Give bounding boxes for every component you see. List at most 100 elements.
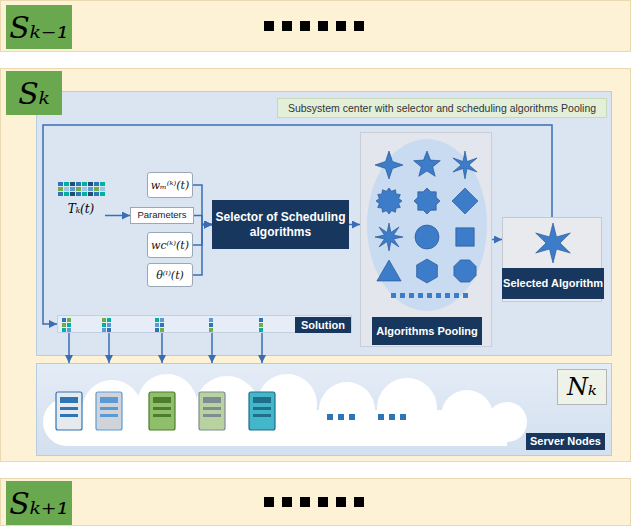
solution-label-holder: Solution	[295, 317, 351, 333]
solution-cell	[107, 323, 111, 327]
pool-dot	[418, 293, 423, 298]
solution-cell	[160, 318, 164, 322]
connector	[194, 216, 212, 225]
parameter-box: θ⁽ˡ⁾(t)	[147, 263, 193, 287]
ellipsis-square	[264, 21, 274, 31]
server-icon	[149, 392, 175, 430]
pool-dot	[445, 293, 450, 298]
box-text: θ⁽ˡ⁾(t)	[156, 269, 184, 282]
panel-title: Subsystem center with selector and sched…	[288, 102, 596, 114]
ellipsis-square	[354, 21, 364, 31]
band-label-holder: Sₖ₊₁	[6, 481, 72, 525]
solution-cell	[62, 323, 66, 327]
ellipsis-squares	[1, 479, 631, 526]
ellipsis-square	[336, 21, 346, 31]
server-slot	[203, 397, 221, 403]
server-label-holder: Server Nodes	[526, 433, 605, 450]
node-set-label-holder: Nₖ	[557, 369, 607, 405]
ellipsis-dot	[327, 414, 333, 420]
task-cell	[70, 182, 75, 186]
task-cell	[70, 187, 75, 191]
task-cell	[100, 187, 105, 191]
task-cell	[94, 182, 99, 186]
ellipsis-dot	[400, 414, 406, 420]
ellipsis-square	[318, 497, 328, 507]
solution-cell	[259, 318, 263, 322]
solution-cell	[107, 328, 111, 332]
solution-cell	[107, 318, 111, 322]
server-slot	[100, 397, 118, 403]
algorithm-shape	[417, 259, 438, 283]
algorithm-shape	[377, 260, 401, 281]
solution-cell	[62, 328, 66, 332]
task-cell	[94, 192, 99, 196]
solution-cell	[62, 318, 66, 322]
solution-cell	[155, 318, 159, 322]
band-label: Sₖ	[18, 76, 50, 111]
algorithm-shape	[375, 223, 403, 251]
solution-cell	[67, 328, 71, 332]
server-slot	[253, 407, 271, 410]
algorithm-shape	[536, 223, 571, 263]
pool-dot	[391, 293, 396, 298]
server-slot	[100, 414, 118, 417]
task-cell	[64, 182, 69, 186]
connector	[349, 224, 360, 225]
solution-cell	[67, 323, 71, 327]
band-label-holder: Sₖ	[6, 71, 62, 115]
selected-label: Selected Algorithm	[503, 277, 603, 289]
server-slot	[153, 414, 171, 417]
task-cell	[64, 192, 69, 196]
selector-box: Selector of Scheduling algorithms	[212, 200, 349, 249]
solution-label: Solution	[301, 319, 345, 331]
algorithm-shape	[456, 228, 474, 246]
solution-cell	[155, 328, 159, 332]
task-matrix: Tₖ(t)	[57, 180, 105, 226]
algorithm-shape	[414, 151, 441, 176]
pool-dot	[400, 293, 405, 298]
task-cell	[82, 192, 87, 196]
server-icon	[249, 392, 275, 430]
solution-cell	[67, 318, 71, 322]
solution-cell	[102, 323, 106, 327]
box-text: Parameters	[137, 210, 186, 220]
solution-cell	[160, 328, 164, 332]
algorithm-shape	[414, 188, 440, 214]
task-cell	[88, 182, 93, 186]
connector	[492, 239, 502, 240]
subsystem-band: SₖSubsystem center with selector and sch…	[0, 68, 631, 462]
solution-cell	[209, 318, 213, 322]
subsystem-center-panel: Subsystem center with selector and sched…	[36, 91, 612, 356]
algorithm-shape	[453, 151, 477, 179]
selected-algorithm-box: Selected Algorithm	[502, 217, 602, 302]
formula-label-holder: Tₖ(t)	[57, 198, 105, 220]
selected-label-holder: Selected Algorithm	[502, 268, 604, 299]
server-nodes-panel: NₖServer Nodes	[36, 363, 612, 456]
solution-cell	[259, 323, 263, 327]
arrow-connector	[194, 216, 212, 225]
algorithm-shape	[415, 225, 439, 249]
box-text: wc⁽ᵏ⁾(t)	[151, 239, 189, 252]
cloud-part	[67, 410, 507, 446]
server-slot	[203, 407, 221, 410]
ellipsis-square	[318, 21, 328, 31]
ellipsis-square	[354, 497, 364, 507]
ellipsis-squares	[1, 1, 631, 53]
algorithm-shape	[454, 260, 476, 282]
ellipsis-square	[300, 21, 310, 31]
arrow-connector	[492, 239, 502, 241]
subsystem-band: Sₖ₋₁	[0, 0, 631, 52]
algorithm-pool-illustration	[361, 133, 493, 348]
task-cell	[82, 182, 87, 186]
algorithm-pool: Algorithms Pooling	[360, 132, 492, 347]
ellipsis-dot	[389, 414, 395, 420]
pool-circle	[367, 139, 487, 311]
task-cell	[88, 187, 93, 191]
server-slot	[60, 414, 78, 417]
server-slot	[153, 397, 171, 403]
solution-cell	[102, 328, 106, 332]
algorithm-shape	[376, 188, 402, 214]
ellipsis-square	[282, 497, 292, 507]
ellipsis-square	[300, 497, 310, 507]
